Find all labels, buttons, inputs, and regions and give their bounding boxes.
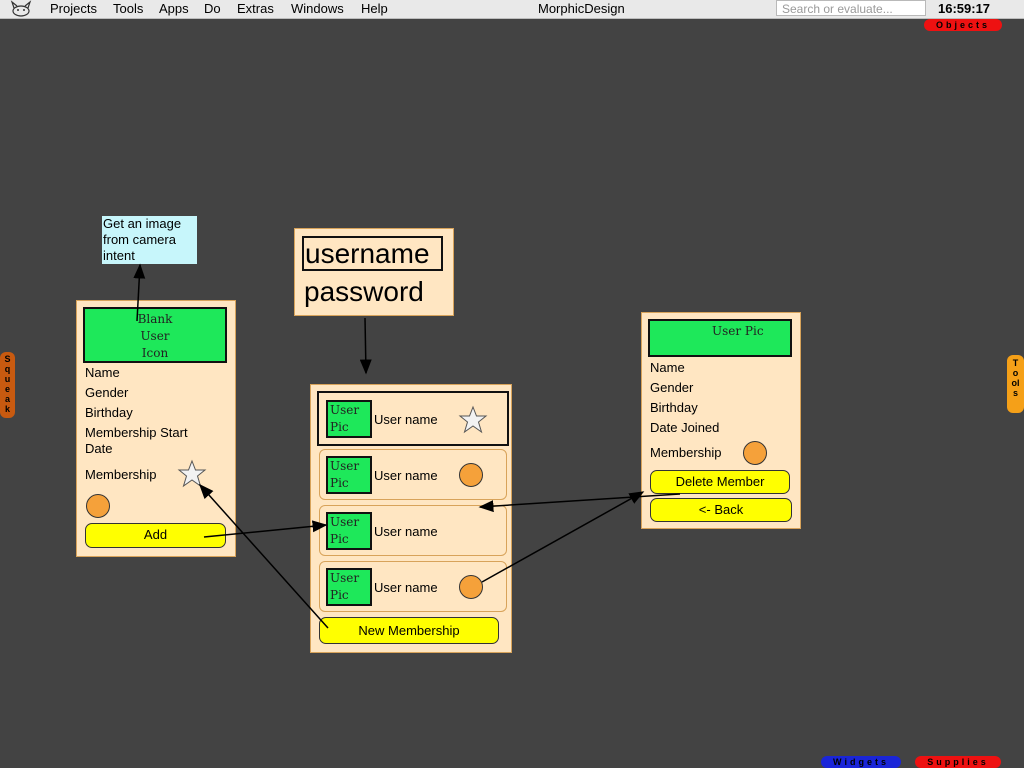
user-name-label: User name <box>374 580 438 595</box>
squeak-flap-tab[interactable]: Squeak <box>0 352 15 418</box>
star-icon[interactable] <box>177 459 207 489</box>
password-field[interactable]: password <box>304 276 424 307</box>
name-label: Name <box>85 365 120 380</box>
membership-start-date-label: Membership Start Date <box>85 425 188 456</box>
objects-flap-tab[interactable]: Objects <box>924 19 1002 31</box>
gender-label: Gender <box>650 380 694 395</box>
menu-tools[interactable]: Tools <box>113 1 144 16</box>
user-pic: User Pic <box>326 400 372 438</box>
user-pic[interactable]: User Pic <box>648 319 792 357</box>
widgets-flap-tab[interactable]: Widgets <box>821 756 901 768</box>
squeak-flap-label: Squeak <box>4 354 11 414</box>
note-camera-intent[interactable]: Get an image from camera intent <box>102 216 197 264</box>
user-name-label: User name <box>374 524 438 539</box>
delete-member-button[interactable]: Delete Member <box>650 470 790 494</box>
member-detail-card: User Pic Name Gender Birthday Date Joine… <box>641 312 801 529</box>
user-pic-label: User Pic <box>712 324 764 338</box>
search-input[interactable]: Search or evaluate... <box>776 0 926 16</box>
list-item[interactable]: User Pic User name <box>319 561 507 612</box>
membership-label: Membership <box>650 445 722 460</box>
menu-do[interactable]: Do <box>204 1 221 16</box>
project-title: MorphicDesign <box>538 1 625 16</box>
supplies-flap-tab[interactable]: Supplies <box>915 756 1001 768</box>
membership-label: Membership <box>85 467 157 482</box>
user-name-label: User name <box>374 468 438 483</box>
menu-windows[interactable]: Windows <box>291 1 344 16</box>
membership-circle-icon <box>459 575 483 599</box>
birthday-label: Birthday <box>650 400 698 415</box>
clock: 16:59:17 <box>938 1 991 16</box>
user-pic: User Pic <box>326 456 372 494</box>
username-field[interactable]: username <box>302 236 443 271</box>
membership-circle-icon <box>459 463 483 487</box>
menu-projects[interactable]: Projects <box>50 1 97 16</box>
menu-extras[interactable]: Extras <box>237 1 274 16</box>
tools-flap-label: Tools <box>1011 358 1020 398</box>
star-icon <box>458 405 488 434</box>
member-list-card: User Pic User name User Pic User name Us… <box>310 384 512 653</box>
squeak-logo-icon[interactable] <box>8 0 34 18</box>
add-button[interactable]: Add <box>85 523 226 548</box>
membership-circle-icon[interactable] <box>743 441 767 465</box>
name-label: Name <box>650 360 685 375</box>
new-membership-button[interactable]: New Membership <box>319 617 499 644</box>
menu-bar: Projects Tools Apps Do Extras Windows He… <box>0 0 1024 19</box>
list-item[interactable]: User Pic User name <box>319 449 507 500</box>
back-button[interactable]: <- Back <box>650 498 792 522</box>
birthday-label: Birthday <box>85 405 133 420</box>
login-card: username password <box>294 228 454 316</box>
date-joined-label: Date Joined <box>650 420 720 435</box>
arrow-login-to-list <box>359 317 372 375</box>
menu-apps[interactable]: Apps <box>159 1 189 16</box>
list-item[interactable]: User Pic User name <box>319 505 507 556</box>
user-name-label: User name <box>374 412 438 427</box>
menu-help[interactable]: Help <box>361 1 388 16</box>
tools-flap-tab[interactable]: Tools <box>1007 355 1024 413</box>
list-item[interactable]: User Pic User name <box>317 391 509 446</box>
user-pic: User Pic <box>326 512 372 550</box>
membership-circle-icon[interactable] <box>86 494 110 518</box>
gender-label: Gender <box>85 385 129 400</box>
user-pic: User Pic <box>326 568 372 606</box>
add-member-card: Blank User Icon Name Gender Birthday Mem… <box>76 300 236 557</box>
blank-user-icon[interactable]: Blank User Icon <box>83 307 227 363</box>
